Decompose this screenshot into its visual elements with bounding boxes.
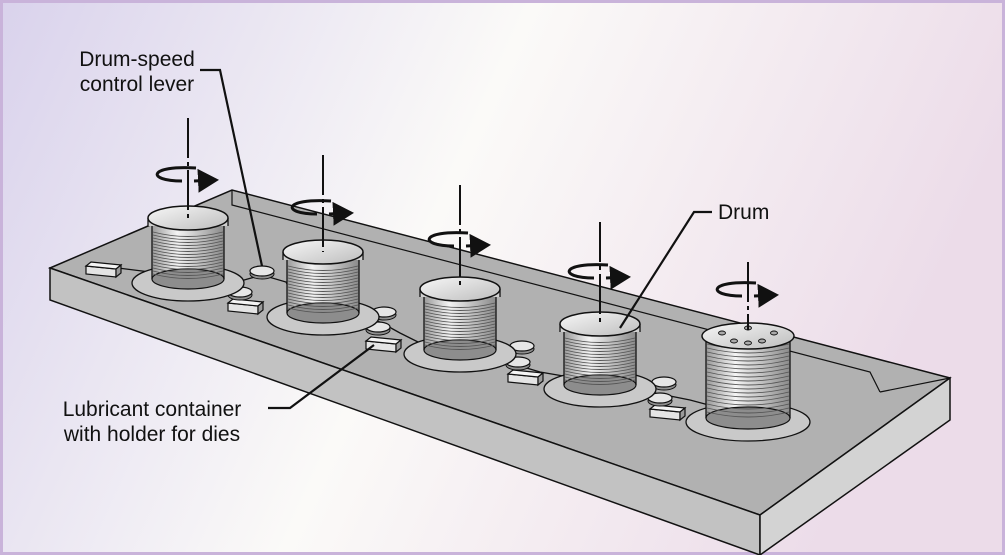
label-line-1: Drum-speed (79, 48, 195, 71)
base-front (49, 266, 761, 555)
base-ledge-edge (879, 377, 951, 393)
wire-coil (287, 265, 359, 313)
label-line-2: control lever (79, 73, 195, 96)
leader-lines (200, 68, 712, 410)
drum-4 (543, 222, 657, 408)
drum-5 (685, 262, 811, 442)
wire-coil (564, 337, 636, 385)
label-lubricant-container: Lubricant container with holder for dies (44, 397, 260, 447)
rotation-arrow (567, 263, 631, 290)
drum-2 (266, 155, 380, 336)
label-drum-speed-control-lever: Drum-speed control lever (52, 47, 222, 97)
leader-lubricant-container (268, 344, 375, 410)
die-holder-1 (84, 261, 123, 279)
drum-1 (131, 118, 245, 302)
base-ledge (231, 190, 881, 393)
label-line-1: Lubricant container (62, 398, 242, 421)
die-holder-2 (226, 298, 265, 316)
die-holder-5 (648, 404, 687, 422)
label-drum-text: Drum (718, 201, 770, 224)
drum-3 (403, 185, 517, 373)
rotation-arrow (427, 231, 491, 258)
lever-disk-8 (647, 392, 673, 407)
die-holder-4 (506, 369, 545, 387)
wire-coil (152, 231, 224, 279)
die-holder-lubricant (364, 336, 403, 354)
wire-coil (424, 302, 496, 350)
rotation-arrow (155, 166, 219, 193)
base-side (759, 376, 951, 555)
drums (131, 118, 811, 442)
leader-drum (619, 210, 712, 329)
label-drum: Drum (718, 200, 769, 225)
die-holders-and-levers (84, 261, 687, 422)
rotation-arrow (290, 199, 354, 226)
label-line-2: with holder for dies (63, 423, 241, 446)
lever-disk-1 (249, 265, 275, 280)
leader-drum-speed-lever (200, 68, 264, 267)
rotation-arrow (715, 281, 779, 308)
